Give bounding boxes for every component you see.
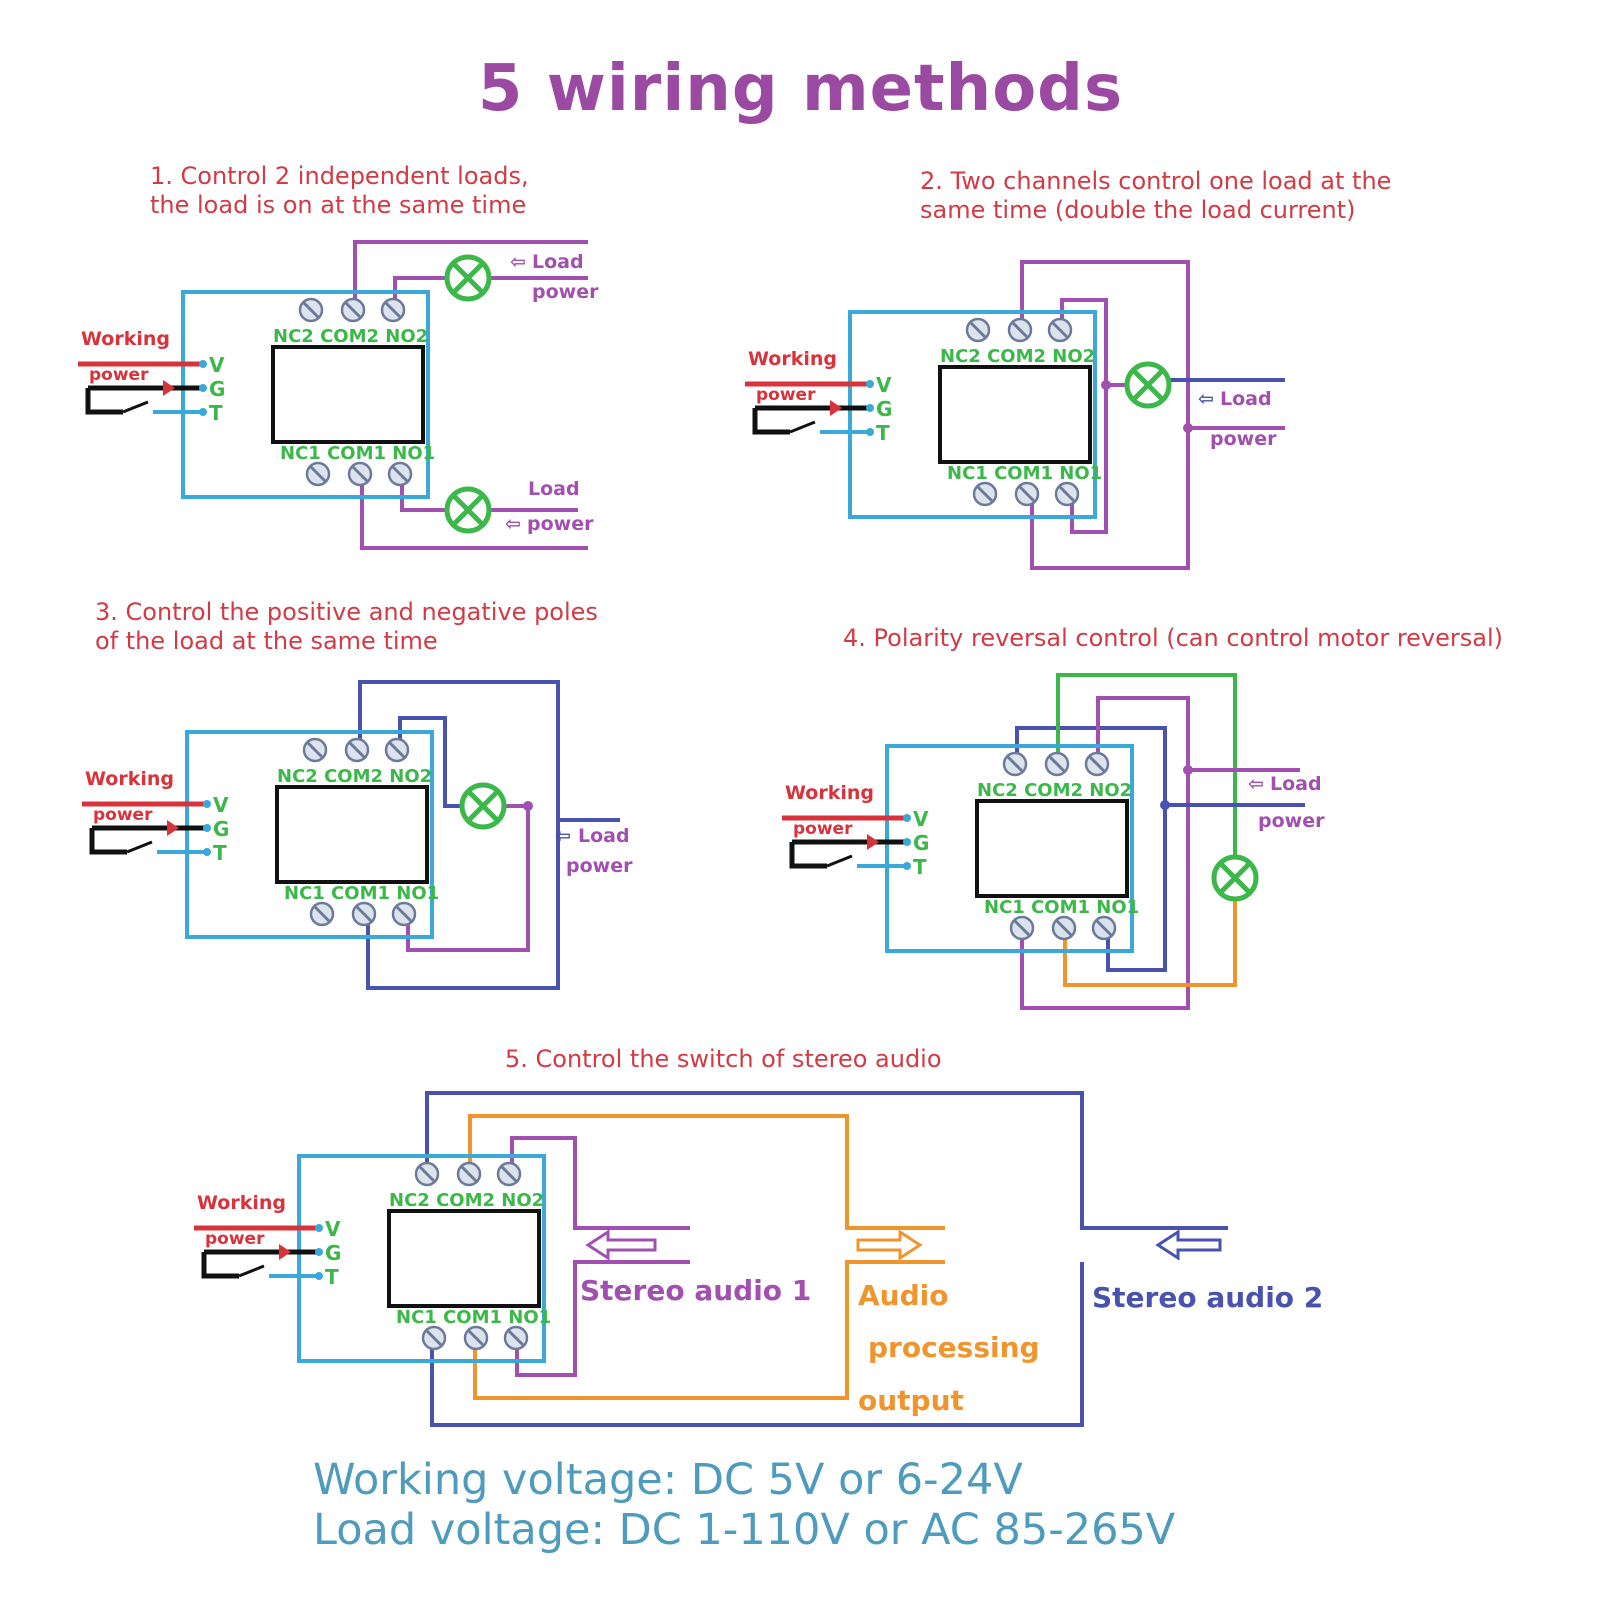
page-title: 5 wiring methods <box>477 52 1124 126</box>
module-1-working-label: Working <box>81 328 170 350</box>
load-lamp-icon <box>447 257 489 299</box>
module-5-pin-t: T <box>325 1265 339 1289</box>
diagram-3 <box>82 680 620 990</box>
load-lamp-icon <box>447 489 489 531</box>
d4-arrow-icon: ⇦ <box>1248 773 1264 795</box>
diagram-2-caption: 2. Two channels control one load at the … <box>920 167 1392 224</box>
diagram-4 <box>782 673 1305 1010</box>
module-5-pin-v: V <box>325 1217 341 1241</box>
d3-load-label: Load <box>578 825 630 847</box>
d5-audio-out-line3: output <box>858 1384 964 1417</box>
module-5-pin-g: G <box>325 1241 341 1265</box>
d5-audio2-label: Stereo audio 2 <box>1092 1281 1323 1314</box>
module-3-working-label: Working <box>85 768 174 790</box>
load-voltage-text: Load voltage: DC 1-110V or AC 85-265V <box>313 1505 1176 1555</box>
d1-arrow-icon: ⇦ <box>510 251 526 273</box>
module-3-pin-t: T <box>213 841 227 865</box>
module-1-top-terminals: NC2 COM2 NO2 <box>273 326 428 347</box>
diagram-1-caption: 1. Control 2 independent loads, the load… <box>150 162 529 219</box>
module-1-pin-t: T <box>209 401 223 425</box>
module-2-power-label: power <box>756 385 816 405</box>
module-4-working-label: Working <box>785 782 874 804</box>
module-2-top-terminals: NC2 COM2 NO2 <box>940 346 1095 367</box>
d1-arrow2-icon: ⇦ <box>505 513 521 535</box>
arrow-left-icon <box>1155 1229 1222 1261</box>
d1-power2-label: power <box>527 513 594 535</box>
module-3-power-label: power <box>93 805 153 825</box>
module-1-pin-g: G <box>209 377 225 401</box>
module-4-pin-g: G <box>913 831 929 855</box>
d2-load-label: Load <box>1220 388 1272 410</box>
module-1-bottom-terminals: NC1 COM1 NO1 <box>280 443 435 464</box>
module-3-pin-v: V <box>213 793 229 817</box>
d5-audio-out-line1: Audio <box>858 1279 948 1312</box>
load-lamp-icon <box>462 785 504 827</box>
module-1-power-label: power <box>89 365 149 385</box>
module-5-top-terminals: NC2 COM2 NO2 <box>389 1190 544 1211</box>
module-4-power-label: power <box>793 819 853 839</box>
d4-power-label: power <box>1258 810 1325 832</box>
module-2-pin-v: V <box>876 373 892 397</box>
arrow-left-icon <box>585 1229 657 1261</box>
voltage-footer: Working voltage: DC 5V or 6-24V Load vol… <box>313 1455 1175 1555</box>
d1-load-label: Load <box>532 251 584 273</box>
diagram-2 <box>745 260 1285 570</box>
module-2-bottom-terminals: NC1 COM1 NO1 <box>947 463 1102 484</box>
d3-power-label: power <box>566 855 633 877</box>
arrow-right-icon <box>856 1229 923 1261</box>
diagram-5 <box>194 1091 1228 1427</box>
module-5-bottom-terminals: NC1 COM1 NO1 <box>396 1307 551 1328</box>
d5-audio1-label: Stereo audio 1 <box>580 1274 811 1307</box>
load-lamp-icon <box>1127 364 1169 406</box>
module-4-top-terminals: NC2 COM2 NO2 <box>977 780 1132 801</box>
diagram-5-caption: 5. Control the switch of stereo audio <box>505 1045 942 1073</box>
module-1-pin-v: V <box>209 353 225 377</box>
module-3-pin-g: G <box>213 817 229 841</box>
module-2-working-label: Working <box>748 348 837 370</box>
module-2-pin-g: G <box>876 397 892 421</box>
module-5-power-label: power <box>205 1229 265 1249</box>
d2-arrow-icon: ⇦ <box>1198 388 1214 410</box>
module-4-pin-v: V <box>913 807 929 831</box>
working-voltage-text: Working voltage: DC 5V or 6-24V <box>313 1455 1023 1505</box>
d1-load2-label: Load <box>528 478 580 500</box>
diagram-1 <box>78 240 588 550</box>
module-5-working-label: Working <box>197 1192 286 1214</box>
d5-audio-out-line2: processing <box>868 1331 1040 1364</box>
module-4-bottom-terminals: NC1 COM1 NO1 <box>984 897 1139 918</box>
diagram-3-caption: 3. Control the positive and negative pol… <box>95 598 598 655</box>
d4-load-label: Load <box>1270 773 1322 795</box>
module-4-pin-t: T <box>913 855 927 879</box>
module-3-bottom-terminals: NC1 COM1 NO1 <box>284 883 439 904</box>
diagram-4-caption: 4. Polarity reversal control (can contro… <box>843 624 1504 652</box>
d3-arrow-icon: ⇦ <box>555 825 571 847</box>
load-lamp-icon <box>1214 857 1256 899</box>
module-2-pin-t: T <box>876 421 890 445</box>
d1-power-label: power <box>532 281 599 303</box>
d2-power-label: power <box>1210 428 1277 450</box>
module-3-top-terminals: NC2 COM2 NO2 <box>277 766 432 787</box>
